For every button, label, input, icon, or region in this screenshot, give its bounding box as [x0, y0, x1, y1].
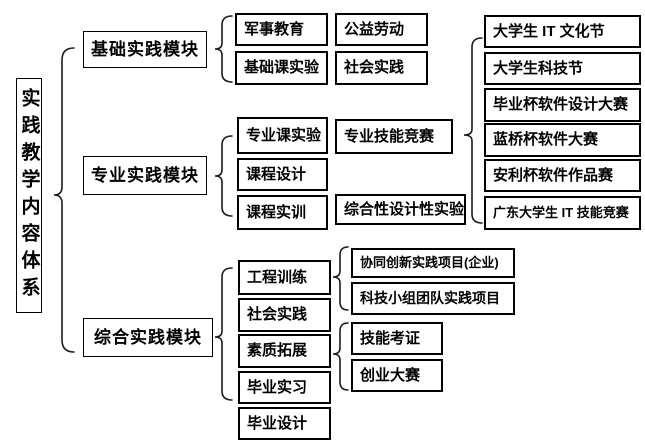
- node-it-culture-festival: 大学生 IT 文化节: [484, 15, 641, 48]
- node-professional-practice-module-label: 专业实践模块: [91, 165, 199, 185]
- node-public-welfare-labor: 公益劳动: [335, 13, 428, 46]
- node-quality-development-label: 素质拓展: [247, 342, 308, 360]
- node-engineering-training-label: 工程训练: [247, 268, 308, 286]
- node-it-culture-festival-label: 大学生 IT 文化节: [493, 22, 605, 40]
- brace-root: [53, 47, 75, 353]
- node-entrepreneurship-competition-label: 创业大赛: [360, 366, 421, 384]
- brace-engineering-training: [332, 246, 349, 311]
- brace-competitions: [463, 37, 483, 224]
- node-lanqiao-cup-software-contest: 蓝桥杯软件大赛: [484, 123, 641, 157]
- node-basic-practice-module: 基础实践模块: [83, 31, 207, 68]
- brace-quality-development: [332, 322, 349, 391]
- node-basic-practice-module-label: 基础实践模块: [91, 39, 199, 59]
- brace-comprehensive-module: [214, 267, 233, 401]
- node-graduation-design: 毕业设计: [238, 407, 331, 440]
- node-graduation-internship-label: 毕业实习: [247, 378, 308, 396]
- node-public-welfare-labor-label: 公益劳动: [344, 20, 405, 38]
- node-anli-cup-software-works-contest: 安利杯软件作品赛: [484, 159, 641, 192]
- node-professional-practice-module: 专业实践模块: [83, 156, 207, 195]
- node-basic-course-experiment: 基础课实验: [235, 51, 328, 85]
- node-course-design: 课程设计: [237, 158, 328, 191]
- node-course-practical-training-label: 课程实训: [246, 203, 307, 221]
- node-graduation-cup-software-design-contest-label: 毕业杯软件设计大赛: [493, 96, 629, 114]
- node-collaborative-innovation-project-label: 协同创新实践项目(企业): [360, 255, 499, 271]
- node-graduation-cup-software-design-contest: 毕业杯软件设计大赛: [484, 88, 641, 122]
- node-graduation-internship: 毕业实习: [238, 371, 331, 404]
- node-comprehensive-design-experiment-label: 综合性设计性实验: [344, 200, 465, 218]
- node-engineering-training: 工程训练: [238, 260, 331, 295]
- root-node-label: 实践教学内容体系: [18, 87, 40, 304]
- node-skills-certification: 技能考证: [351, 322, 443, 355]
- node-basic-course-experiment-label: 基础课实验: [244, 59, 320, 77]
- node-skills-certification-label: 技能考证: [360, 329, 421, 347]
- node-professional-skills-competition: 专业技能竞赛: [335, 119, 453, 154]
- node-entrepreneurship-competition: 创业大赛: [351, 359, 443, 392]
- node-professional-course-experiment: 专业课实验: [237, 117, 328, 154]
- node-science-tech-festival-label: 大学生科技节: [493, 59, 584, 77]
- node-anli-cup-software-works-contest-label: 安利杯软件作品赛: [493, 166, 614, 184]
- node-military-education: 军事教育: [235, 13, 328, 46]
- node-comprehensive-practice-module-label: 综合实践模块: [94, 327, 202, 347]
- node-graduation-design-label: 毕业设计: [247, 414, 308, 432]
- node-social-practice-comprehensive-label: 社会实践: [247, 306, 308, 324]
- node-comprehensive-practice-module: 综合实践模块: [83, 318, 213, 357]
- node-course-practical-training: 课程实训: [237, 195, 328, 230]
- node-science-tech-festival: 大学生科技节: [484, 52, 641, 85]
- node-comprehensive-design-experiment: 综合性设计性实验: [335, 194, 466, 225]
- node-social-practice-comprehensive: 社会实践: [238, 298, 331, 332]
- root-node-practice-teaching-system: 实践教学内容体系: [16, 78, 42, 313]
- node-course-design-label: 课程设计: [246, 165, 307, 183]
- node-professional-skills-competition-label: 专业技能竞赛: [344, 127, 435, 145]
- node-collaborative-innovation-project: 协同创新实践项目(企业): [351, 248, 515, 278]
- brace-basic-module: [214, 15, 233, 83]
- node-guangdong-it-skills-competition-label: 广东大学生 IT 技能竞赛: [493, 205, 629, 221]
- node-social-practice-basic: 社会实践: [335, 51, 428, 85]
- node-quality-development: 素质拓展: [238, 334, 331, 368]
- brace-professional-module: [214, 135, 233, 217]
- node-lanqiao-cup-software-contest-label: 蓝桥杯软件大赛: [493, 131, 599, 149]
- node-guangdong-it-skills-competition: 广东大学生 IT 技能竞赛: [484, 196, 641, 230]
- node-tech-group-team-project-label: 科技小组团队实践项目: [360, 290, 500, 307]
- node-social-practice-basic-label: 社会实践: [344, 59, 405, 77]
- node-tech-group-team-project: 科技小组团队实践项目: [351, 282, 515, 315]
- node-military-education-label: 军事教育: [244, 20, 305, 38]
- node-professional-course-experiment-label: 专业课实验: [246, 126, 322, 144]
